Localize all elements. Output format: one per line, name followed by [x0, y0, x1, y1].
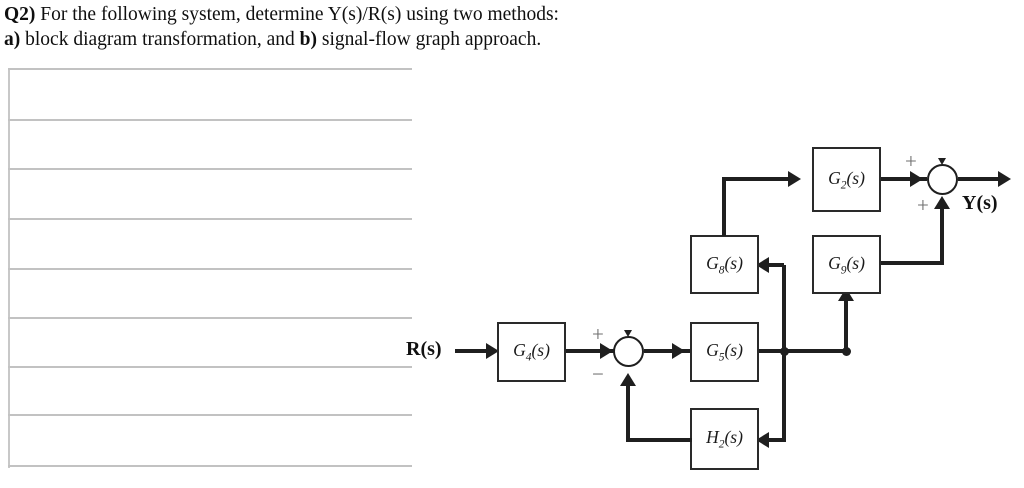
ruled-paper-area	[8, 68, 412, 468]
ruled-line	[8, 218, 412, 220]
sum1-minus-sign: −	[592, 362, 604, 386]
question-line-2-body-b: signal-flow graph approach.	[317, 29, 542, 50]
block-g4-sub: 4	[525, 351, 532, 364]
wire-sum1-to-g5	[644, 349, 690, 353]
question-text: Q2) For the following system, determine …	[4, 2, 784, 52]
junction-dot-g9-branch	[842, 347, 851, 356]
summing-junction-1-top-marker	[624, 330, 632, 337]
wire-g4-to-sum1	[566, 349, 618, 353]
arrow-g4-to-sum1	[600, 343, 613, 359]
block-g2: G2(s)	[812, 147, 881, 212]
question-line-2-body-a: block diagram transformation, and	[20, 29, 300, 50]
ruled-line	[8, 465, 412, 467]
signal-label-output: Y(s)	[962, 192, 998, 215]
summing-junction-1	[613, 336, 644, 367]
question-line-2: a) block diagram transformation, and b) …	[4, 27, 784, 52]
wire-branch-down-to-h2	[782, 349, 786, 442]
arrow-into-g8	[756, 257, 769, 273]
arrow-input-to-g4	[486, 343, 499, 359]
wire-branch-up-to-g9	[844, 296, 848, 351]
block-g9: G9(s)	[812, 235, 881, 294]
wire-h2-up-to-sum1	[626, 382, 630, 440]
wire-h2-left	[626, 438, 692, 442]
arrow-h2-to-sum1	[620, 373, 636, 386]
block-g5: G5(s)	[690, 322, 759, 382]
wire-g9-right	[881, 261, 944, 265]
ruled-line	[8, 414, 412, 416]
ruled-line	[8, 366, 412, 368]
block-g5-label: G5(s)	[706, 340, 743, 364]
question-label-q2: Q2)	[4, 4, 36, 25]
arrow-g8-to-g2	[788, 171, 801, 187]
signal-label-input: R(s)	[406, 338, 442, 361]
summing-junction-2	[927, 164, 958, 195]
wire-g5-output-trunk	[759, 349, 850, 353]
arrow-sum1-to-g5	[672, 343, 685, 359]
arrow-g9-to-sum2	[934, 196, 950, 209]
block-g5-sub: 5	[718, 351, 725, 364]
arrow-g2-to-sum2	[910, 171, 923, 187]
wire-branch-up-to-g8	[782, 265, 786, 351]
ruled-line	[8, 168, 412, 170]
question-label-a: a)	[4, 29, 21, 50]
question-label-b: b)	[299, 29, 318, 50]
wire-g8-up	[722, 177, 726, 236]
question-line-1-body: For the following system, determine Y(s)…	[35, 4, 559, 25]
block-h2-sub: 2	[718, 438, 725, 451]
wire-sum2-to-output	[958, 177, 1006, 181]
ruled-line	[8, 68, 412, 70]
wire-g8-to-g2	[722, 177, 792, 181]
block-g8: G8(s)	[690, 235, 759, 294]
block-h2-label: H2(s)	[706, 427, 743, 451]
block-g8-sub: 8	[718, 264, 725, 277]
block-g9-sub: 9	[840, 264, 847, 277]
ruled-line	[8, 268, 412, 270]
signal-label-output-text: Y(s)	[962, 192, 998, 214]
wire-into-h2	[760, 438, 784, 442]
arrow-output	[998, 171, 1011, 187]
wire-into-g8	[760, 263, 784, 267]
summing-junction-2-top-marker	[938, 158, 946, 165]
block-h2: H2(s)	[690, 408, 759, 470]
block-g8-label: G8(s)	[706, 252, 743, 277]
sum2-plus-sign-left: +	[905, 149, 917, 173]
signal-label-input-text: R(s)	[406, 338, 442, 360]
ruled-line	[8, 119, 412, 121]
block-g2-label: G2(s)	[828, 167, 865, 192]
block-g9-label: G9(s)	[828, 252, 865, 277]
wire-g2-to-sum2	[881, 177, 927, 181]
arrow-into-h2	[756, 432, 769, 448]
question-line-1: Q2) For the following system, determine …	[4, 2, 784, 27]
block-g4: G4(s)	[497, 322, 566, 382]
wire-g9-up-to-sum2	[940, 205, 944, 263]
block-g2-sub: 2	[840, 179, 847, 192]
ruled-line	[8, 317, 412, 319]
sum1-plus-sign: +	[592, 322, 604, 346]
wire-input-to-g4	[455, 349, 489, 353]
sum2-plus-sign-bottom: +	[917, 193, 929, 217]
block-g4-label: G4(s)	[513, 340, 550, 364]
